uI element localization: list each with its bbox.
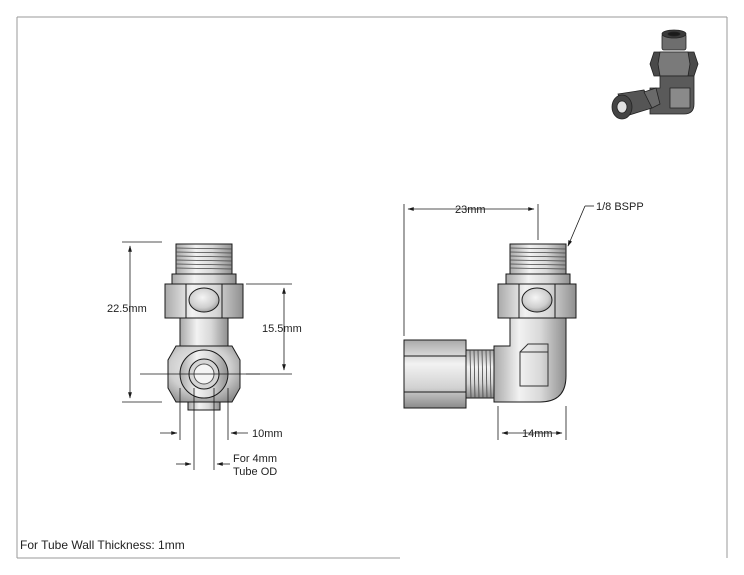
dim-overall-height-label: 22.5mm [107, 303, 147, 315]
dim-center-height-label: 15.5mm [262, 323, 302, 335]
thread-callout-label: 1/8 BSPP [596, 201, 644, 213]
side-view-fitting [403, 243, 577, 409]
dim-side-width-label: 14mm [522, 428, 553, 440]
dim-width [160, 388, 248, 440]
dim-overall-length [403, 204, 539, 336]
isometric-preview [611, 29, 699, 120]
thread-callout-leader [567, 205, 594, 247]
dim-side-width [497, 406, 567, 440]
dim-tube-od-label-1: For 4mm [233, 453, 277, 465]
dim-width-label: 10mm [252, 428, 283, 440]
dim-tube-od [176, 388, 230, 470]
dim-tube-od-label-2: Tube OD [233, 466, 277, 478]
dim-center-height [246, 283, 292, 375]
dim-overall-height [122, 241, 162, 403]
dim-overall-length-label: 23mm [455, 204, 486, 216]
sheet-border [16, 16, 728, 559]
tube-wall-thickness-note: For Tube Wall Thickness: 1mm [20, 538, 185, 552]
front-view-fitting [164, 243, 244, 411]
